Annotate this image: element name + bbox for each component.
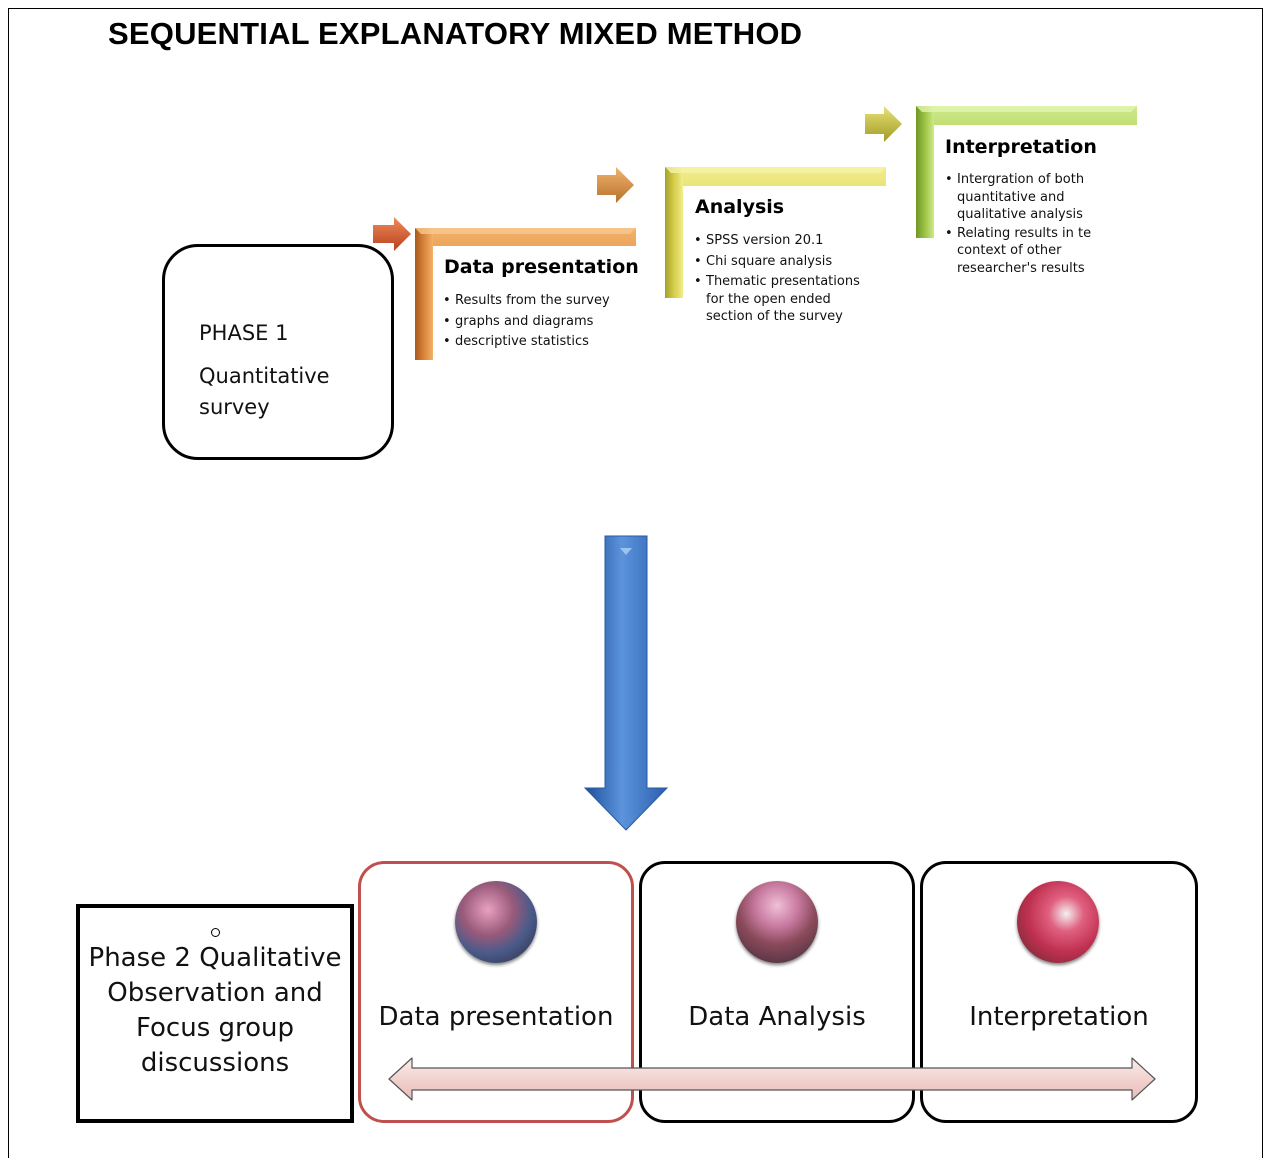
photo-image (736, 881, 818, 963)
step1-bullet: graphs and diagrams (443, 313, 633, 331)
phase1-subheading: Quantitative survey (199, 364, 330, 419)
step2-bullet-list: SPSS version 20.1 Chi square analysis Th… (694, 232, 874, 326)
page-title: SEQUENTIAL EXPLANATORY MIXED METHOD (108, 16, 803, 51)
step1-bend-shape (415, 228, 636, 360)
phase1-heading: PHASE 1 (199, 321, 289, 345)
page-frame (8, 8, 1263, 1158)
box-label: Data presentation (378, 1002, 614, 1032)
step3-title: Interpretation (945, 136, 1097, 158)
step1-bullet: Results from the survey (443, 292, 633, 310)
phase1-box: PHASE 1 Quantitative survey (162, 244, 394, 460)
photo-image (1017, 881, 1099, 963)
phase2-data-presentation-box: Data presentation (358, 861, 634, 1123)
step1-bullet-list: Results from the survey graphs and diagr… (443, 292, 633, 354)
step1-title: Data presentation (444, 256, 639, 278)
step2-bullet: SPSS version 20.1 (694, 232, 874, 250)
step3-bullet: Relating results in te context of other … (945, 225, 1105, 278)
olive-connector-arrow-icon (865, 106, 902, 142)
red-connector-arrow-icon (373, 217, 411, 251)
step2-bend-shape (665, 167, 886, 298)
box-label: Interpretation (969, 1002, 1149, 1032)
phase2-box: Phase 2 Qualitative Observation and Focu… (76, 904, 354, 1123)
step2-bullet: Thematic presentations for the open ende… (694, 273, 874, 326)
photo-image (455, 881, 537, 963)
orange-connector-arrow-icon (597, 167, 634, 203)
step3-bullet-list: Intergration of both quantitative and qu… (945, 171, 1105, 280)
down-arrow-icon (583, 535, 669, 831)
step2-title: Analysis (695, 196, 785, 218)
phase2-data-analysis-box: Data Analysis (639, 861, 915, 1123)
step3-bend-shape (916, 106, 1137, 238)
step3-bullet: Intergration of both quantitative and qu… (945, 171, 1105, 224)
box-label: Data Analysis (688, 1002, 866, 1032)
step1-bullet: descriptive statistics (443, 333, 633, 351)
phase2-text: Phase 2 Qualitative Observation and Focu… (88, 943, 342, 1078)
phase2-interpretation-box: Interpretation (920, 861, 1198, 1123)
step2-bullet: Chi square analysis (694, 253, 874, 271)
circle-bullet-icon (210, 928, 220, 937)
